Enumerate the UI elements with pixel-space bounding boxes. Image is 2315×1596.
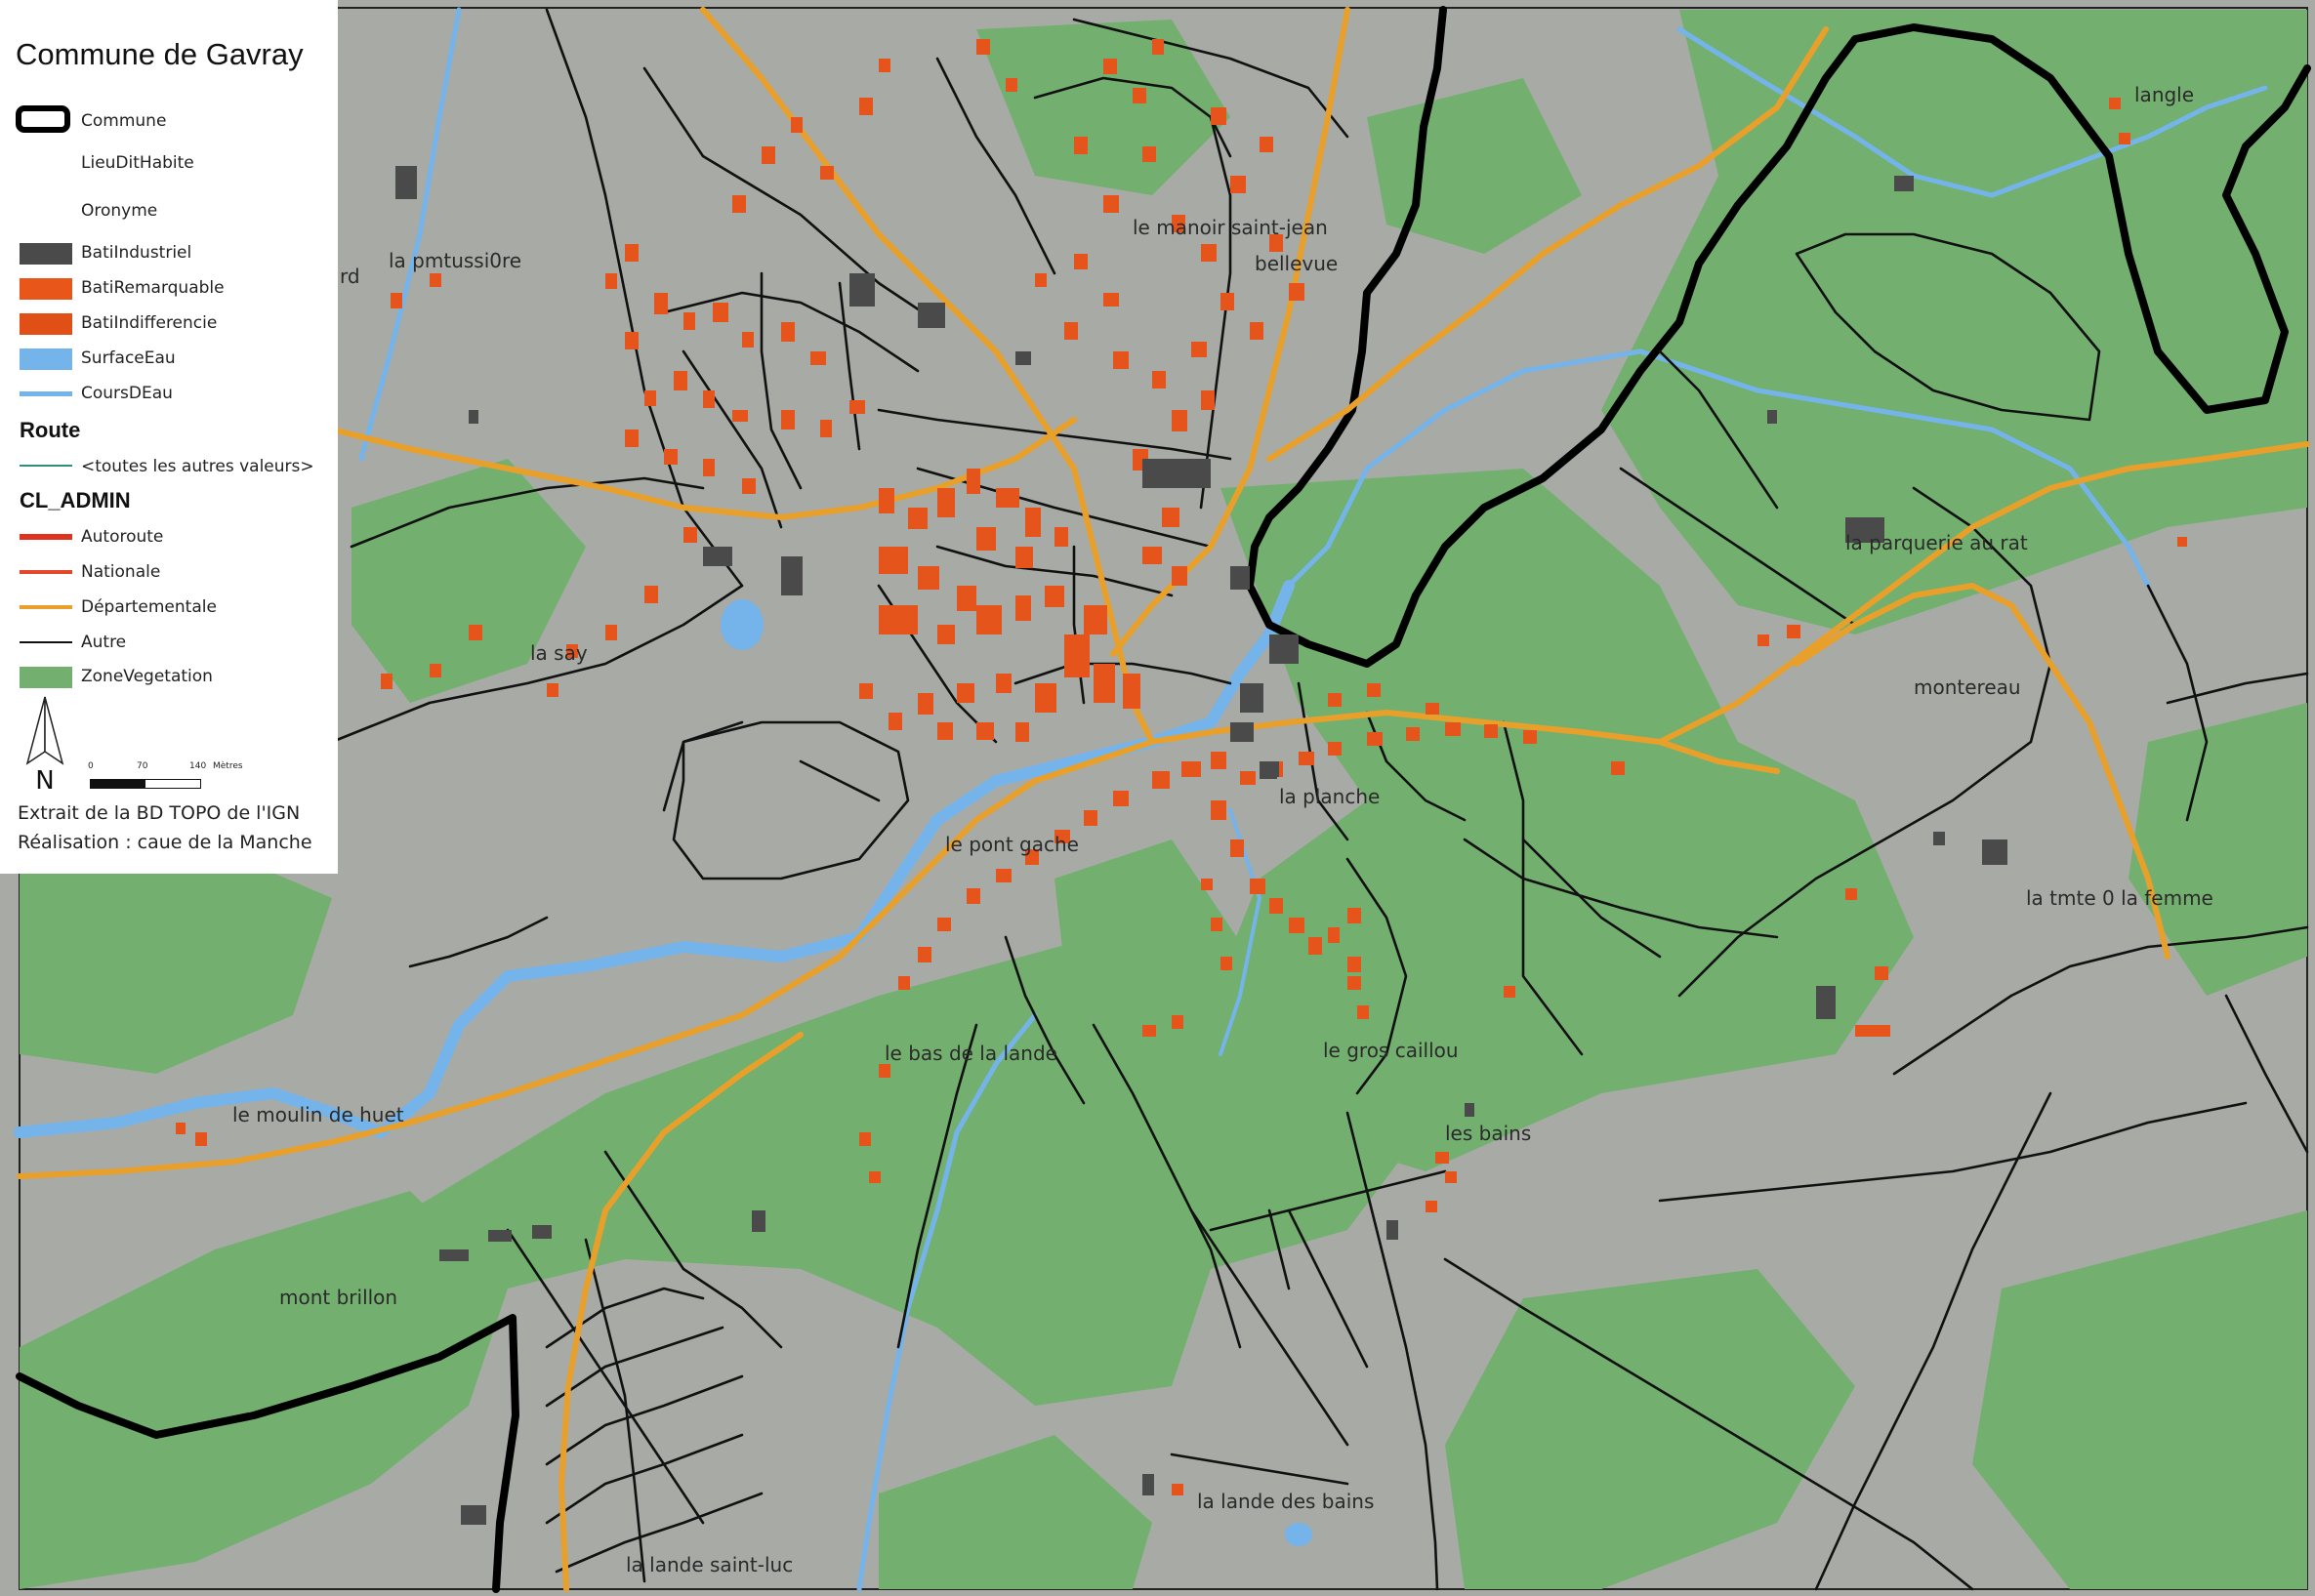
river-main <box>14 580 1295 1138</box>
cours-eau-line <box>20 391 72 396</box>
legend-item-route-other: <toutes les autres valeurs> <box>0 451 338 484</box>
place-label: le gros caillou <box>1323 1039 1459 1062</box>
legend-item-lieudithabite: LieuDitHabite <box>81 153 194 173</box>
industrial-buildings-layer <box>395 166 2007 1525</box>
place-label: la tmte 0 la femme <box>2026 886 2213 910</box>
roads-autre-layer <box>330 8 2309 1591</box>
place-label: le moulin de huet <box>232 1103 404 1126</box>
place-label: les bains <box>1445 1122 1531 1145</box>
place-label: la lande saint-luc <box>626 1553 793 1576</box>
place-label: montereau <box>1914 675 2021 699</box>
place-label: langle <box>2134 83 2194 106</box>
map-title: Commune de Gavray <box>16 37 304 71</box>
vegetation-layer <box>20 10 2307 1589</box>
stream-west <box>358 7 462 462</box>
place-labels: langle le manoir saint-jean bellevue la … <box>232 83 2213 1576</box>
legend-item-zone-vegetation: ZoneVegetation <box>0 661 338 694</box>
zone-vegetation-swatch <box>20 667 72 688</box>
map-legend: Commune de Gavray Commune LieuDitHabite … <box>0 0 338 874</box>
place-label: la lande des bains <box>1197 1490 1374 1513</box>
bati-indifferencie-swatch <box>20 313 72 335</box>
north-arrow-icon: N <box>25 696 64 793</box>
scale-bar: 0 70 140 Mètres <box>86 761 243 797</box>
autre-line <box>20 641 72 643</box>
legend-item-bati-industriel: BatiIndustriel <box>0 237 338 270</box>
stream-southeast <box>1219 808 1261 1056</box>
legend-item-commune: Commune <box>0 105 338 139</box>
bati-remarquable-swatch <box>20 278 72 300</box>
buildings-layer <box>176 39 2187 1495</box>
place-label: le bas de la lande <box>885 1042 1057 1065</box>
commune-boundary <box>16 6 2311 1593</box>
surface-eau-swatch <box>20 348 72 370</box>
credit-source: Extrait de la BD TOPO de l'IGN <box>18 802 301 824</box>
bati-industriel-swatch <box>20 243 72 265</box>
stream-north <box>1676 26 2268 198</box>
legend-item-autoroute: Autoroute <box>0 521 338 554</box>
place-label: bellevue <box>1255 252 1338 275</box>
north-label: N <box>35 766 54 793</box>
scale-label-70: 70 <box>137 761 148 771</box>
legend-heading-route: Route <box>20 418 81 442</box>
place-label: mont brillon <box>279 1286 397 1309</box>
legend-item-oronyme: Oronyme <box>81 201 158 221</box>
legend-heading-cl-admin: CL_ADMIN <box>20 488 131 512</box>
place-label: la planche <box>1279 785 1380 808</box>
place-label: la pmtussi0re <box>389 249 521 272</box>
departementale-line <box>20 605 72 609</box>
nationale-line <box>20 570 72 574</box>
scale-label-140: 140 <box>189 761 207 771</box>
place-label: rd <box>340 265 360 288</box>
legend-item-autre: Autre <box>0 627 338 660</box>
legend-item-cours-eau: CoursDEau <box>0 378 338 411</box>
legend-item-nationale: Nationale <box>0 556 338 590</box>
credit-author: Réalisation : caue de la Manche <box>18 832 312 853</box>
autoroute-line <box>20 534 72 540</box>
route-other-line <box>20 465 72 467</box>
place-label: la parquerie au rat <box>1845 531 2028 554</box>
legend-item-surface-eau: SurfaceEau <box>0 343 338 376</box>
scale-unit: Mètres <box>213 761 243 771</box>
scale-bar-frame <box>90 779 201 789</box>
commune-symbol <box>16 105 70 133</box>
place-label: la say <box>530 641 588 665</box>
legend-item-bati-remarquable: BatiRemarquable <box>0 272 338 306</box>
stream-south <box>856 1012 1038 1592</box>
place-label: le pont gache <box>945 833 1079 856</box>
legend-item-bati-indifferencie: BatiIndifferencie <box>0 307 338 341</box>
place-label: le manoir saint-jean <box>1133 216 1328 239</box>
legend-item-departementale: Départementale <box>0 592 338 625</box>
scale-label-0: 0 <box>88 761 94 771</box>
